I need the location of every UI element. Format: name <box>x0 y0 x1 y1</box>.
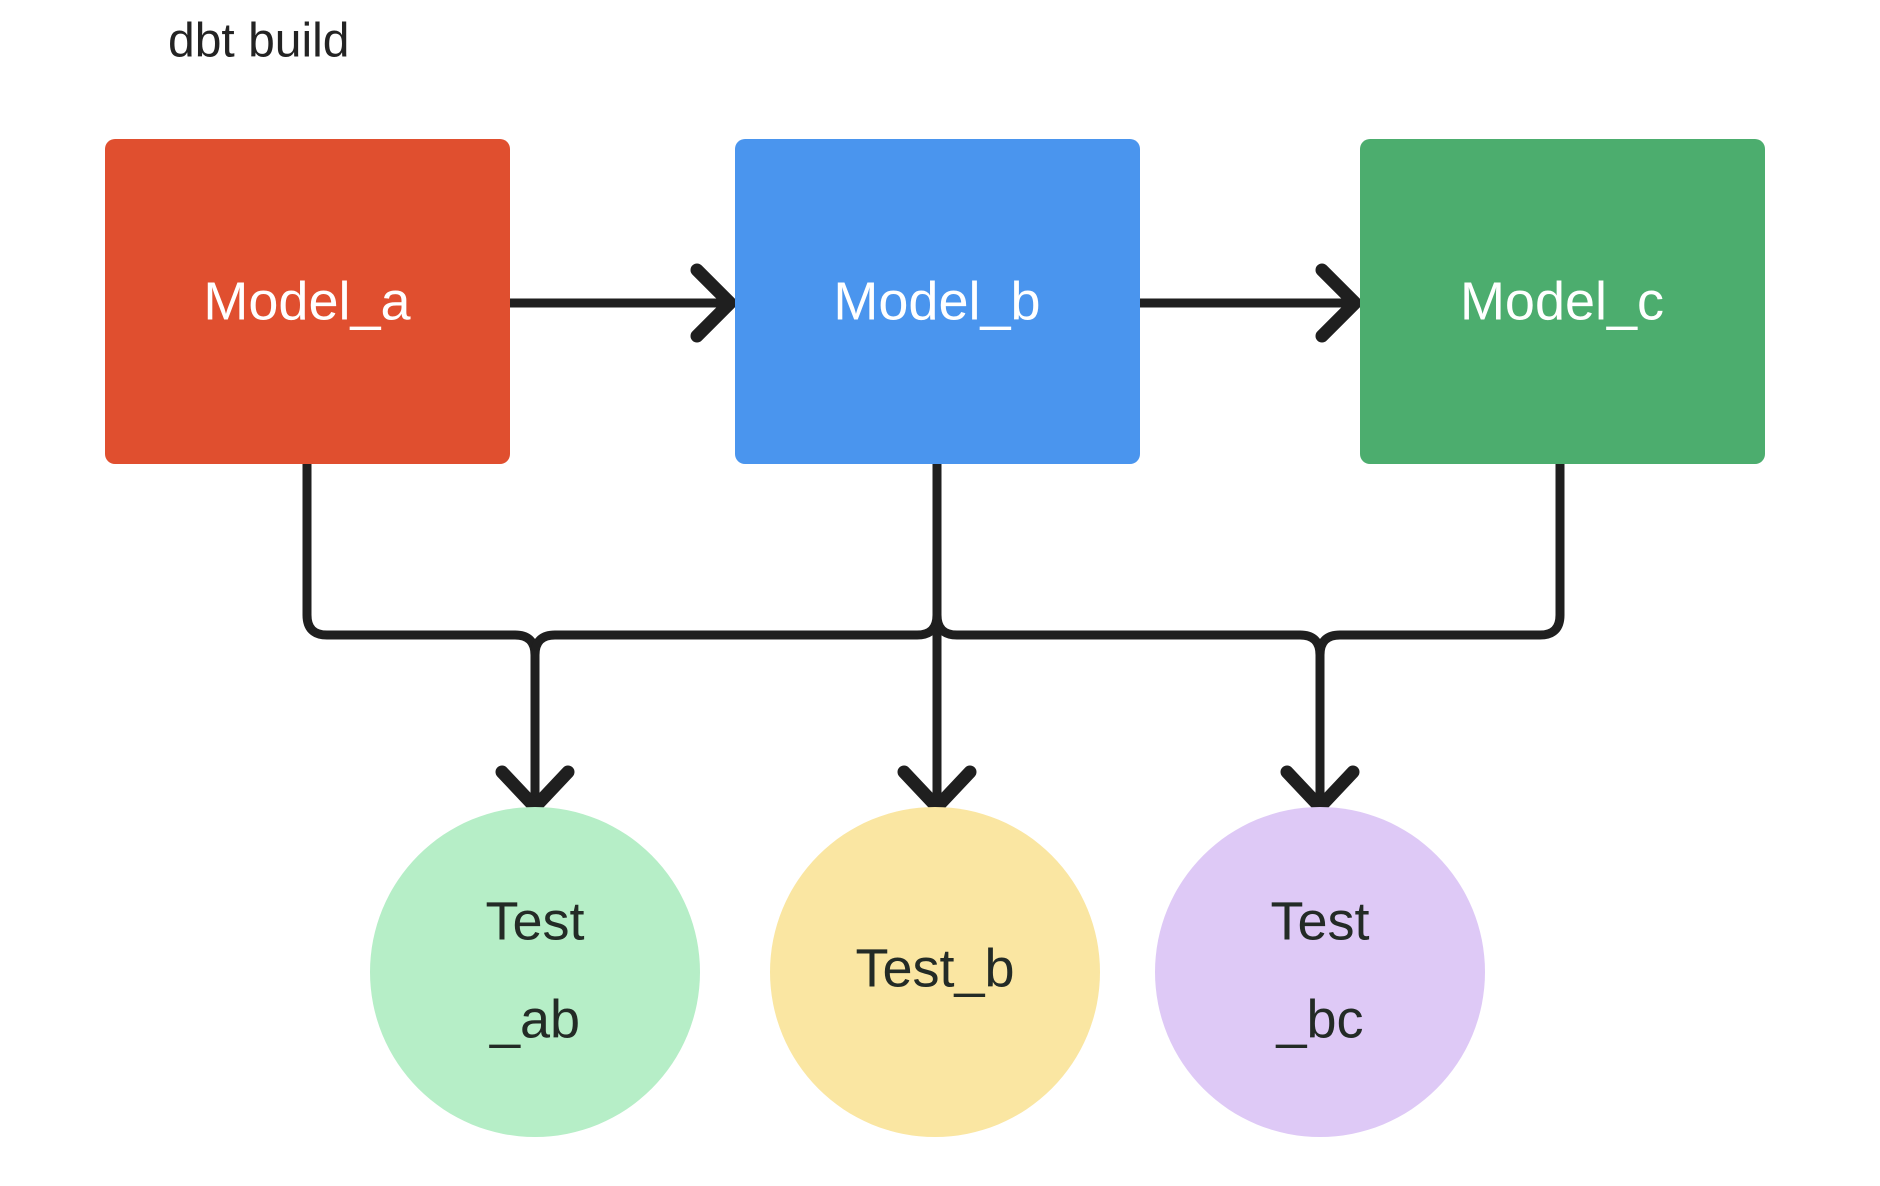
node-model-c-label: Model_c <box>1460 271 1664 331</box>
node-model-b-shape[interactable] <box>735 139 1140 464</box>
arrow-into-test-ab <box>495 650 575 814</box>
node-test-bc-shape[interactable] <box>1155 807 1485 1137</box>
node-test-bc-label-line2: _bc <box>1275 989 1363 1049</box>
edge-model-a-test-ab <box>302 459 540 670</box>
node-model-a-shape[interactable] <box>105 139 510 464</box>
node-test-ab-label-line1: Test <box>485 891 584 951</box>
edge-model-b-model-c <box>1133 263 1362 343</box>
node-model-a-label: Model_a <box>203 271 411 331</box>
node-model-b[interactable]: Model_b <box>735 139 1140 464</box>
diagram-title: dbt build <box>168 15 349 68</box>
node-model-b-label: Model_b <box>833 271 1040 331</box>
arrow-into-test-bc <box>1280 650 1360 814</box>
node-test-bc-label-line1: Test <box>1270 891 1369 951</box>
node-test-b-label-line1: Test_b <box>855 938 1014 998</box>
test-nodes-layer: Test _ab Test_b Test _bc <box>370 807 1485 1137</box>
node-test-b-shape[interactable] <box>770 807 1100 1137</box>
edge-model-c-test-bc <box>1315 459 1565 670</box>
node-test-bc[interactable]: Test _bc <box>1155 807 1485 1137</box>
node-test-ab-shape[interactable] <box>370 807 700 1137</box>
node-model-c[interactable]: Model_c <box>1360 139 1765 464</box>
node-test-b[interactable]: Test_b <box>770 807 1100 1137</box>
node-model-c-shape[interactable] <box>1360 139 1765 464</box>
edge-model-b-test-bc <box>932 459 1325 670</box>
node-test-ab-label-line2: _ab <box>489 989 580 1049</box>
node-model-a[interactable]: Model_a <box>105 139 510 464</box>
edge-model-a-model-b <box>503 263 737 343</box>
node-test-ab[interactable]: Test _ab <box>370 807 700 1137</box>
model-nodes-layer: Model_a Model_b Model_c <box>105 139 1765 464</box>
edge-model-b-test-ab <box>530 459 942 670</box>
